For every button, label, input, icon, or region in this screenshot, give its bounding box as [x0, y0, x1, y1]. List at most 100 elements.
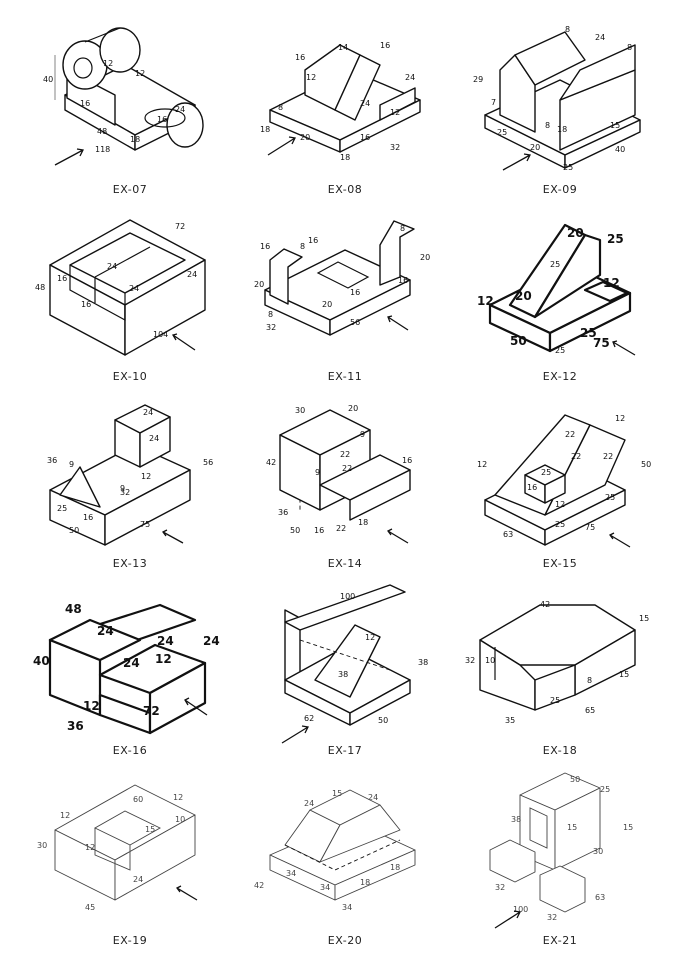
- ex12-dim-9: 75: [593, 336, 610, 350]
- ex11-left-post: [269, 248, 303, 305]
- ex13-dim-7: 25: [57, 504, 67, 513]
- ex16-dim-5: 12: [155, 652, 172, 666]
- figure-ex19: 12 60 12 30 10 15 12 24 45: [25, 770, 235, 960]
- ex13-dim-0: 24: [143, 408, 153, 417]
- ex18-drawing: 42 15 32 10 8 15 25 35 65: [465, 600, 649, 725]
- caption-ex15: EX-15: [542, 557, 578, 570]
- ex08-dim-5: 20: [300, 133, 310, 142]
- caption-ex07: EX-07: [112, 183, 148, 196]
- ex20-dim-5: 34: [320, 883, 330, 892]
- ex10-dim-4: 24: [107, 262, 117, 271]
- ex08-dim-0: 16: [295, 53, 305, 62]
- ex12-dim-7: 25: [555, 346, 565, 355]
- ex08-dim-12: 8: [278, 103, 283, 112]
- ex14-drawing: 30 20 9 42 22 9 22 16 36 50 16 22 18: [266, 404, 412, 544]
- ex15-dim-3: 22: [603, 452, 613, 461]
- ex12-tooth: [583, 280, 629, 303]
- figure-ex11: 16 8 16 8 20 20 8 16 32 56 20 16: [240, 205, 450, 395]
- ex08-dim-7: 24: [405, 73, 415, 82]
- ex10-dim-3: 16: [81, 300, 91, 309]
- ex14-dim-1: 20: [348, 404, 358, 413]
- ex08-drawing: 16 14 12 16 18 20 24 24 12 16 18 32 8: [260, 41, 421, 162]
- ex14-dim-12: 18: [358, 518, 368, 527]
- ex07-view-arrow: [54, 148, 84, 166]
- ex14-dim-8: 36: [278, 508, 288, 517]
- ex09-left-block: [499, 54, 536, 133]
- ex17-dim-0: 100: [340, 592, 355, 601]
- ex20-dim-4: 34: [286, 869, 296, 878]
- ex20-dim-2: 24: [368, 793, 378, 802]
- ex12-drawing: 20 25 25 12 12 20 50 25 25 75: [477, 223, 636, 356]
- ex12-dim-1: 25: [607, 232, 624, 246]
- ex09-dim-2: 8: [627, 43, 632, 52]
- ex20-base-side: [334, 849, 416, 901]
- caption-ex18: EX-18: [542, 744, 578, 757]
- ex21-bottom-block: [539, 865, 586, 913]
- ex17-base-side: [349, 679, 411, 726]
- ex12-dim-3: 12: [477, 294, 494, 308]
- ex13-dim-10: 50: [69, 526, 79, 535]
- caption-ex16: EX-16: [112, 744, 148, 757]
- ex16-drawing: 48 24 24 40 24 12 24 12 36 72: [33, 602, 220, 735]
- ex07-dim-3: 48: [97, 127, 107, 136]
- ex21-dim-8: 100: [513, 905, 528, 914]
- ex12-dim-5: 20: [515, 289, 532, 303]
- ex10-view-arrow: [171, 333, 196, 351]
- ex18-dim-1: 15: [639, 614, 649, 623]
- figure-ex08: 16 14 12 16 18 20 24 24 12 16 18 32 8: [240, 10, 450, 200]
- ex10-dim-5: 24: [129, 284, 139, 293]
- ex16-dim-6: 24: [123, 656, 140, 670]
- ex19-dim-4: 10: [175, 815, 185, 824]
- ex17-dim-3: 38: [338, 670, 348, 679]
- ex16-dim-2: 24: [157, 634, 174, 648]
- figure-ex09: 8 24 8 29 7 25 8 18 15 20 25 40: [455, 10, 665, 200]
- ex17-top: [284, 584, 406, 631]
- ex08-dim-2: 12: [306, 73, 316, 82]
- ex21-dim-7: 32: [547, 913, 557, 922]
- ex13-dim-8: 32: [120, 488, 130, 497]
- ex21-view-arrow: [494, 910, 521, 929]
- ex21-dim-5: 30: [593, 847, 603, 856]
- figure-ex21: 50 25 38 15 15 30 32 32 100 63: [455, 770, 665, 960]
- caption-ex20: EX-20: [327, 934, 363, 947]
- ex14-dim-7: 16: [402, 456, 412, 465]
- figure-ex18: 42 15 32 10 8 15 25 35 65: [455, 585, 665, 775]
- ex12-dim-0: 20: [567, 226, 584, 240]
- ex14-dim-10: 16: [314, 526, 324, 535]
- ex17-dim-4: 62: [304, 714, 314, 723]
- figure-ex14: 30 20 9 42 22 9 22 16 36 50 16 22 18: [240, 395, 450, 585]
- ex09-left-top: [514, 31, 586, 86]
- ex09-base-side: [564, 119, 641, 169]
- ex10-drawing: 72 48 16 16 24 24 24 104: [35, 219, 206, 356]
- caption-ex11: EX-11: [327, 370, 363, 383]
- ex09-dim-9: 20: [530, 143, 540, 152]
- ex12-dim-2: 25: [550, 260, 560, 269]
- caption-ex14: EX-14: [327, 557, 363, 570]
- ex15-dim-0: 12: [615, 414, 625, 423]
- ex21-dim-6: 32: [495, 883, 505, 892]
- ex18-notch: [534, 664, 576, 711]
- ex19-dim-7: 24: [133, 875, 143, 884]
- ex14-dim-2: 9: [360, 430, 365, 439]
- ex15-dim-8: 25: [605, 493, 615, 502]
- ex08-dim-10: 18: [340, 153, 350, 162]
- ex18-dim-7: 35: [505, 716, 515, 725]
- ex20-dim-3: 42: [254, 881, 264, 890]
- ex21-dim-4: 15: [623, 823, 633, 832]
- figure-ex16: 48 24 24 40 24 12 24 12 36 72: [25, 585, 235, 775]
- ex08-view-arrow: [267, 136, 296, 156]
- ex13-dim-1: 24: [149, 434, 159, 443]
- ex15-dim-11: 63: [503, 530, 513, 539]
- ex10-side: [124, 259, 206, 356]
- ex09-dim-10: 25: [563, 163, 573, 172]
- ex13-base-side: [104, 469, 191, 546]
- ex14-step-front: [349, 469, 411, 521]
- ex10-dim-6: 24: [187, 270, 197, 279]
- ex18-dim-5: 15: [619, 670, 629, 679]
- ex09-dim-6: 8: [545, 121, 550, 130]
- ex15-base-side: [544, 489, 626, 546]
- ex15-dim-10: 25: [555, 520, 565, 529]
- ex15-drawing: 12 22 22 22 50 12 25 16 25 12 25 63 75: [477, 414, 651, 548]
- ex16-dim-4: 24: [203, 634, 220, 648]
